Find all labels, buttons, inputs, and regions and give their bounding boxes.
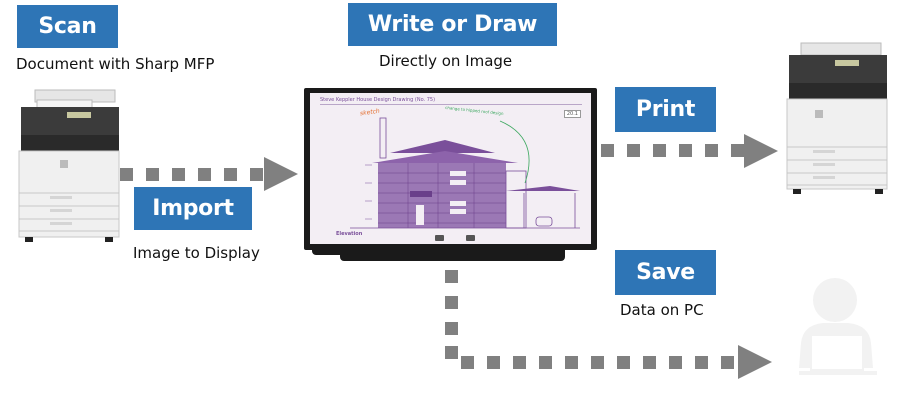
save-caption: Data on PC [620, 301, 704, 319]
page-badge: 20.1 [563, 110, 581, 118]
drawing-title: Steve Keppler House Design Drawing (No. … [320, 97, 436, 103]
display-stand-right-foot [525, 249, 563, 255]
arrowhead-icon [264, 157, 298, 191]
scan-label-text: Scan [38, 14, 97, 39]
scan-label: Scan [17, 5, 118, 48]
interactive-display: Steve Keppler House Design Drawing (No. … [304, 88, 597, 250]
save-label-text: Save [636, 260, 695, 285]
mfp-printer-right-icon [786, 42, 888, 194]
display-screen: Steve Keppler House Design Drawing (No. … [310, 93, 591, 244]
save-label: Save [615, 250, 716, 295]
pc-user-icon [799, 278, 877, 375]
arrowhead-icon [744, 134, 778, 168]
import-caption: Image to Display [133, 244, 260, 262]
write-draw-caption: Directly on Image [379, 52, 513, 70]
title-divider [320, 104, 582, 105]
mfp-printer-left-icon [18, 89, 120, 242]
display-stand [340, 250, 565, 261]
import-label: Import [134, 187, 252, 230]
write-draw-label: Write or Draw [348, 3, 557, 46]
house-elevation-drawing [350, 117, 580, 229]
arrowhead-icon [738, 345, 772, 379]
print-label-text: Print [635, 97, 696, 122]
write-draw-label-text: Write or Draw [367, 12, 538, 37]
print-label: Print [615, 87, 716, 132]
prev-page-button[interactable] [435, 235, 444, 241]
import-label-text: Import [152, 196, 234, 221]
scan-caption: Document with Sharp MFP [16, 55, 215, 73]
footer-label: Elevation [336, 231, 363, 237]
display-stand-left-foot [312, 249, 350, 255]
next-page-button[interactable] [466, 235, 475, 241]
